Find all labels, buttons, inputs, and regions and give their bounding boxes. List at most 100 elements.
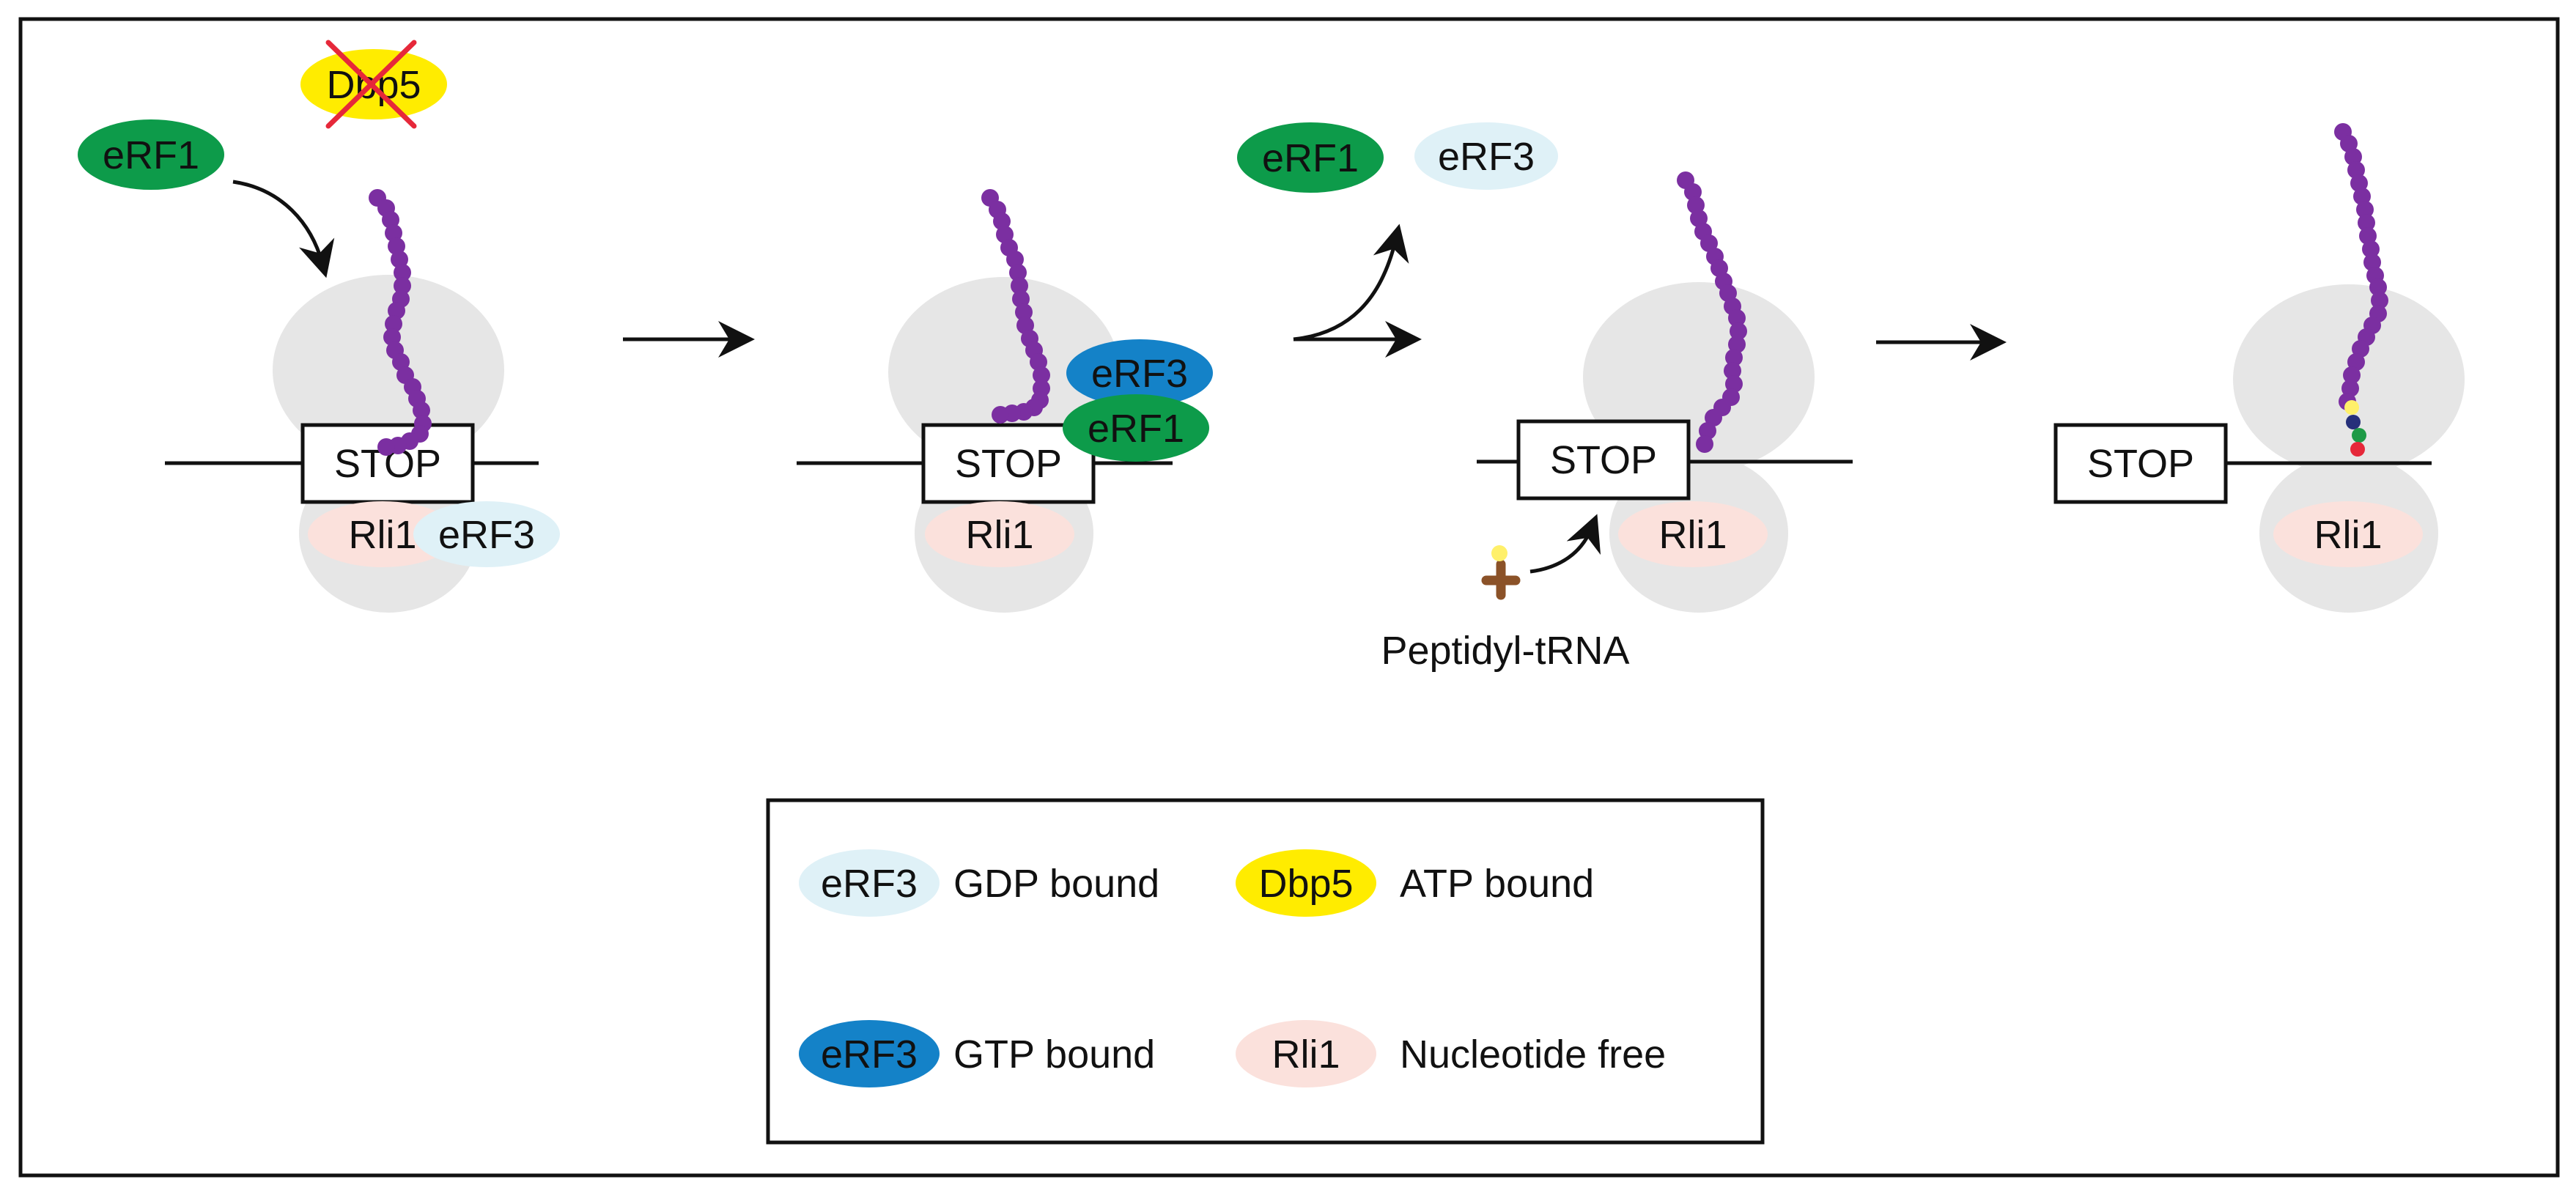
amino-acid-bead <box>1033 366 1050 384</box>
amino-acid-bead <box>1012 290 1030 308</box>
ribosome-large-subunit <box>888 277 1120 468</box>
erf1-protein <box>1063 394 1209 462</box>
amino-acid-bead <box>391 251 408 268</box>
peptidyl-trna-label: Peptidyl-tRNA <box>1381 629 1629 673</box>
legend-key-erf3-gtp: eRF3 <box>821 1033 918 1076</box>
stop-label: STOP <box>955 442 1062 486</box>
legend-desc-gdp-bound: GDP bound <box>953 862 1159 906</box>
amino-acid-bead <box>993 213 1011 230</box>
panel-1: STOP Rli1 eRF3 eRF1 Dbp5 <box>78 40 560 613</box>
legend-desc-gtp-bound: GTP bound <box>953 1033 1155 1076</box>
stop-label: STOP <box>1550 438 1657 482</box>
amino-acid-bead <box>2363 254 2381 271</box>
stop-codon-box <box>1516 419 1691 501</box>
erf3-label: eRF3 <box>1438 135 1535 179</box>
amino-acid-bead <box>1696 435 1713 453</box>
amino-acid-bead <box>1684 183 1702 201</box>
amino-acid-bead <box>1724 362 1741 380</box>
nascent-peptide-chain <box>369 189 432 456</box>
amino-acid-bead <box>383 328 401 346</box>
amino-acid-red <box>2350 442 2365 457</box>
amino-acid-bead <box>2356 201 2374 218</box>
nascent-peptide-chain <box>1677 171 1747 453</box>
legend-desc-atp-bound: ATP bound <box>1400 862 1594 906</box>
amino-acid-bead <box>2343 366 2361 384</box>
amino-acid-bead <box>1728 309 1746 327</box>
released-erf1-protein <box>1237 122 1384 193</box>
legend-rli1-swatch <box>1236 1020 1376 1087</box>
amino-acid-bead <box>1725 375 1743 393</box>
release-arrow <box>1293 224 1409 341</box>
amino-acid-bead <box>2369 278 2387 296</box>
erf3-gdp-protein <box>413 501 560 567</box>
rli1-protein <box>2273 501 2423 567</box>
amino-acid-bead <box>1009 264 1027 281</box>
stop-codon-box <box>2053 423 2228 504</box>
rli1-label: Rli1 <box>2314 513 2382 557</box>
amino-acid-bead <box>385 224 402 242</box>
amino-acid-bead <box>377 438 395 456</box>
erf1-protein <box>78 119 224 190</box>
legend-erf3-gtp-swatch <box>799 1020 940 1087</box>
amino-acid-bead <box>1730 322 1747 340</box>
amino-acid-bead <box>992 406 1009 424</box>
rli1-protein <box>925 501 1074 567</box>
legend-erf3-gdp-swatch <box>799 849 940 917</box>
panel-2: STOP Rli1 eRF3 eRF1 <box>797 189 1213 613</box>
amino-acid-bead <box>2341 380 2359 397</box>
ribosome-large-subunit <box>273 275 504 465</box>
amino-acid-bead <box>382 211 399 229</box>
amino-acid-bead <box>2353 188 2371 205</box>
amino-acid-bead <box>2350 174 2368 192</box>
stop-codon-box <box>921 423 1096 504</box>
legend-dbp5-swatch <box>1236 849 1376 917</box>
amino-acid-bead <box>1728 336 1746 353</box>
amino-acid-bead <box>2347 161 2365 179</box>
released-erf3-protein <box>1414 122 1558 190</box>
nascent-peptide-chain <box>2334 123 2388 410</box>
amino-acid-green <box>2352 428 2366 443</box>
amino-acid-bead <box>1011 277 1028 295</box>
trna-entry-arrow <box>1529 514 1601 574</box>
amino-acid-bead <box>1006 251 1024 268</box>
erf3-gtp-protein <box>1066 339 1213 407</box>
amino-acid-bead <box>394 277 411 295</box>
panel-4: STOP Rli1 <box>2053 123 2465 613</box>
peptidyl-trna-glyph <box>1481 545 1521 600</box>
erf3-label: eRF3 <box>438 513 535 557</box>
rli1-protein <box>1618 501 1768 567</box>
amino-acid-bead <box>2359 227 2377 245</box>
stop-label: STOP <box>2087 442 2194 486</box>
erf1-label: eRF1 <box>1262 136 1359 180</box>
amino-acid-bead <box>2362 240 2380 258</box>
amino-acid-bead <box>1030 353 1047 371</box>
erf1-label: eRF1 <box>1088 407 1184 451</box>
binding-arrow <box>232 180 335 278</box>
amino-acid-bead <box>388 237 405 255</box>
rli1-label: Rli1 <box>348 513 416 557</box>
amino-acid-bead <box>1699 422 1716 440</box>
amino-acid-bead <box>1015 303 1033 321</box>
legend-box <box>766 798 1765 1145</box>
amino-acid-bead <box>388 302 405 320</box>
amino-acid-bead <box>1700 234 1718 252</box>
amino-acid-bead <box>394 264 411 281</box>
amino-acid-bead <box>1725 349 1743 366</box>
rli1-protein <box>308 501 457 567</box>
amino-acid-bead <box>413 402 430 419</box>
legend-key-dbp5: Dbp5 <box>1258 862 1353 906</box>
rli1-label: Rli1 <box>965 513 1033 557</box>
cross-out-line <box>325 40 417 129</box>
amino-acid-navy <box>2346 415 2361 429</box>
amino-acid-bead <box>1705 409 1722 426</box>
legend-desc-nucleotide-free: Nucleotide free <box>1400 1033 1666 1076</box>
erf1-label: eRF1 <box>103 133 199 177</box>
nascent-peptide-chain <box>981 189 1050 424</box>
erf3-label: eRF3 <box>1091 352 1188 396</box>
rli1-label: Rli1 <box>1658 513 1727 557</box>
amino-acid-bead <box>2344 148 2362 166</box>
legend: eRF3 GDP bound Dbp5 ATP bound eRF3 GTP b… <box>766 798 1765 1145</box>
legend-key-erf3-gdp: eRF3 <box>821 862 918 906</box>
amino-acid-bead <box>1687 196 1705 214</box>
